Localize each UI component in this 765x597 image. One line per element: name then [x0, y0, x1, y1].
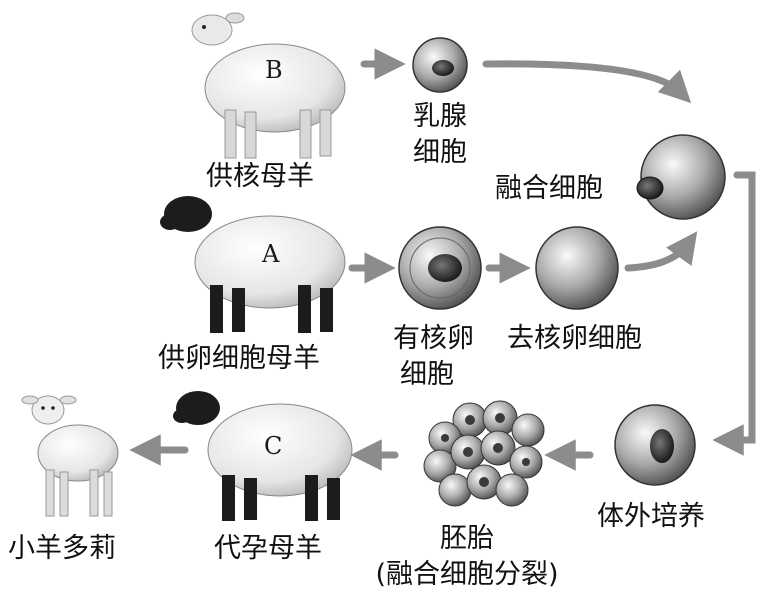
- enucleated-egg-label: 去核卵细胞: [507, 323, 642, 354]
- cultured-cell: [614, 404, 696, 486]
- embryo-label-line1: 胚胎: [440, 523, 494, 554]
- fused-cell-label: 融合细胞: [495, 173, 603, 204]
- lamb-dolly: [21, 395, 119, 517]
- arrows: [129, 48, 756, 471]
- fused-cell: [636, 134, 726, 220]
- arrow-enucleated-to-fused: [624, 231, 698, 272]
- mammary-cell: [412, 37, 468, 93]
- arrow-fused-to-culture: [712, 171, 756, 456]
- nucleated-egg-cell: [398, 226, 482, 310]
- nucleated-egg-label-line2: 细胞: [400, 359, 454, 390]
- mammary-cell-label-line2: 细胞: [413, 137, 467, 168]
- enucleated-egg-cell: [535, 226, 619, 310]
- surrogate-ewe-label: 代孕母羊: [214, 533, 322, 564]
- sheep-c-letter: C: [264, 432, 282, 460]
- nucleus-donor-ewe-label: 供核母羊: [206, 161, 314, 192]
- egg-donor-ewe-label: 供卵细胞母羊: [158, 343, 320, 374]
- egg-donor-sheep-a: A: [160, 196, 346, 333]
- embryo-label-line2: (融合细胞分裂): [375, 559, 559, 590]
- surrogate-sheep-c: C: [173, 391, 353, 521]
- embryo-cluster: [423, 400, 545, 507]
- mammary-cell-label-line1: 乳腺: [413, 101, 467, 132]
- nucleated-egg-label-line1: 有核卵: [393, 323, 474, 354]
- arrow-mammary-to-fused: [482, 60, 692, 104]
- lamb-dolly-label: 小羊多莉: [8, 533, 116, 564]
- sheep-a-letter: A: [261, 240, 280, 268]
- nucleus-donor-sheep-b: B: [191, 12, 346, 159]
- sheep-b-letter: B: [265, 56, 283, 84]
- in-vitro-culture-label: 体外培养: [597, 501, 705, 532]
